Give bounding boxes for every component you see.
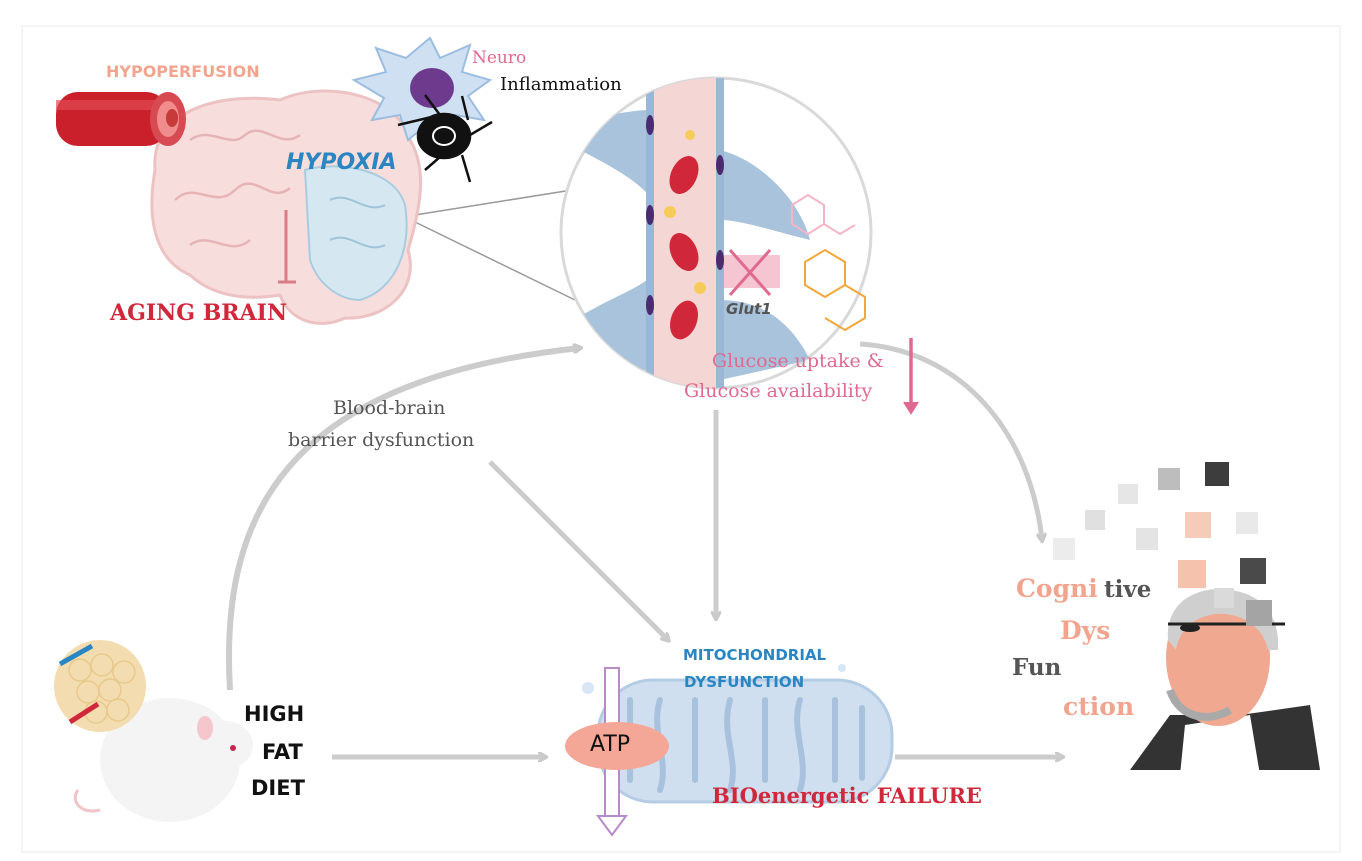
elderly-head-illustration [1130,589,1320,775]
diet-label-diet: DIET [251,776,305,800]
bbb-label-line2: barrier dysfunction [288,429,475,451]
zoom-line-top [414,189,573,216]
zoom-line-bottom [414,221,576,301]
atp-label: ATP [590,732,631,757]
dysfunction-label-ction: ction [1063,692,1135,721]
bbb-label-line1: Blood-brain [333,397,446,419]
mouse-illustration [73,698,253,822]
neuron-illustration [397,94,493,183]
diet-label-fat: FAT [262,740,303,764]
mito-label-line1: MITOCHONDRIAL [683,646,827,664]
frame-border [21,25,1341,853]
artery-illustration [56,92,186,146]
arrow-diet-to-bbb [226,348,580,691]
dysfunction-label-fun: Fun [1012,654,1062,681]
bioenergetic-failure-label: BIOenergetic FAILURE [712,783,982,808]
neuro-label: Neuro [472,48,527,68]
mito-label-line2: DYSFUNCTION [684,673,805,691]
arrow-glucose-to-cognition [859,341,1042,540]
diet-label-high: HIGH [244,702,305,726]
aging-brain-label: AGING BRAIN [110,300,288,326]
arrow-bbb-to-mito [488,460,668,640]
cognitive-label-cogni: Cogni [1016,574,1098,603]
hypoxia-label: HYPOXIA [286,150,397,175]
inflammation-label: Inflammation [500,74,622,95]
glucose-label-line2: Glucose availability [684,380,873,402]
fat-cells-illustration [54,640,146,732]
brain-illustration [150,89,422,325]
dysfunction-label-dys: Dys [1060,616,1111,645]
cognitive-label-tive: tive [1104,576,1152,603]
atp-badge [565,722,669,770]
hypoperfusion-label: HYPOPERFUSION [106,62,260,81]
glut1-label: Glut1 [726,300,772,318]
glucose-label-line1: Glucose uptake & [712,350,884,372]
puzzle-pieces-illustration [1053,462,1272,626]
